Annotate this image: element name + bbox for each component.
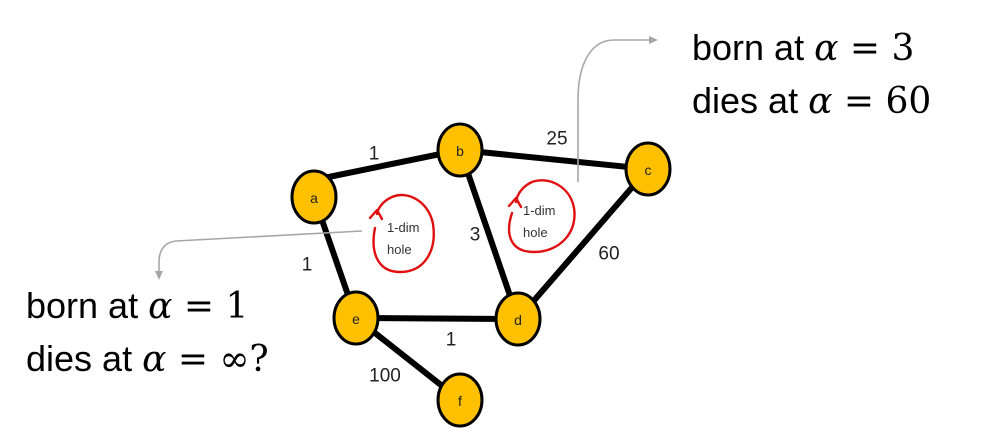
node-label-a: a: [310, 190, 318, 206]
hole-loop-left: [372, 193, 435, 274]
annotation-right-dies-eq: = 60: [832, 81, 931, 122]
callout-right: [577, 39, 650, 182]
callouts: [155, 36, 658, 280]
annotation-right-born-symbol: α: [814, 28, 838, 69]
hole-label-right-line1: 1-dim: [523, 203, 556, 218]
annotation-left-dies-symbol: α: [142, 339, 166, 380]
hole-right: 1-dim hole: [507, 179, 576, 254]
annotation-left-dies-eq: = ∞?: [166, 339, 268, 380]
node-b: b: [436, 122, 484, 178]
edge-c-d: [515, 166, 651, 322]
annotation-right-born-prefix: born at: [692, 27, 814, 68]
annotation-left-dies-prefix: dies at: [26, 338, 142, 379]
edge-e-d: [353, 315, 521, 322]
edge-weight-a-e: 1: [302, 255, 313, 276]
annotation-right-born: born at α = 3: [692, 27, 914, 69]
annotation-right: born at α = 3 dies at α = 60: [692, 27, 931, 122]
node-label-e: e: [352, 311, 360, 327]
edge-b-c: [457, 147, 651, 172]
callout-right-arrowhead: [649, 36, 658, 44]
node-label-b: b: [456, 143, 464, 159]
hole-arrowhead-left: [368, 208, 384, 221]
node-label-f: f: [458, 393, 462, 409]
node-a: a: [290, 169, 338, 225]
node-c: c: [624, 141, 672, 197]
node-label-d: d: [514, 312, 522, 328]
edge-weight-e-f: 100: [369, 366, 401, 387]
hole-label-left-line1: 1-dim: [387, 220, 420, 235]
edge-weight-e-d: 1: [446, 330, 457, 351]
node-d: d: [494, 291, 542, 347]
edge-b-d: [457, 147, 521, 322]
annotation-right-dies-symbol: α: [808, 81, 832, 122]
hole-loop-right: [507, 179, 576, 254]
annotation-left-born-prefix: born at: [26, 285, 148, 326]
node-f: f: [436, 372, 484, 428]
hole-arrowhead-right: [507, 196, 523, 209]
node-label-c: c: [645, 162, 652, 178]
edge-weight-c-d: 60: [598, 244, 619, 265]
annotation-right-born-eq: = 3: [838, 28, 914, 69]
node-e: e: [332, 290, 380, 346]
edge-weight-b-c: 25: [546, 129, 567, 150]
edge-a-b: [311, 147, 463, 183]
hole-left: 1-dim hole: [368, 193, 435, 274]
annotation-right-dies: dies at α = 60: [692, 80, 931, 122]
annotation-left-dies: dies at α = ∞?: [26, 338, 269, 380]
annotation-left-born-symbol: α: [148, 286, 172, 327]
edge-weight-a-b: 1: [369, 144, 380, 165]
annotation-left-born: born at α = 1: [26, 285, 248, 327]
nodes: a b c d e f: [290, 122, 672, 428]
hole-label-left-line2: hole: [387, 242, 412, 257]
edge-labels: 1 25 3 60 1 1 100: [302, 129, 620, 387]
hole-label-right-line2: hole: [523, 225, 548, 240]
edge-weight-b-d: 3: [470, 225, 481, 246]
edges: [311, 147, 651, 403]
annotation-left: born at α = 1 dies at α = ∞?: [26, 285, 269, 380]
annotation-left-born-eq: = 1: [172, 286, 248, 327]
annotation-right-dies-prefix: dies at: [692, 80, 808, 121]
callout-left: [158, 230, 363, 272]
callout-left-arrowhead: [155, 271, 163, 280]
